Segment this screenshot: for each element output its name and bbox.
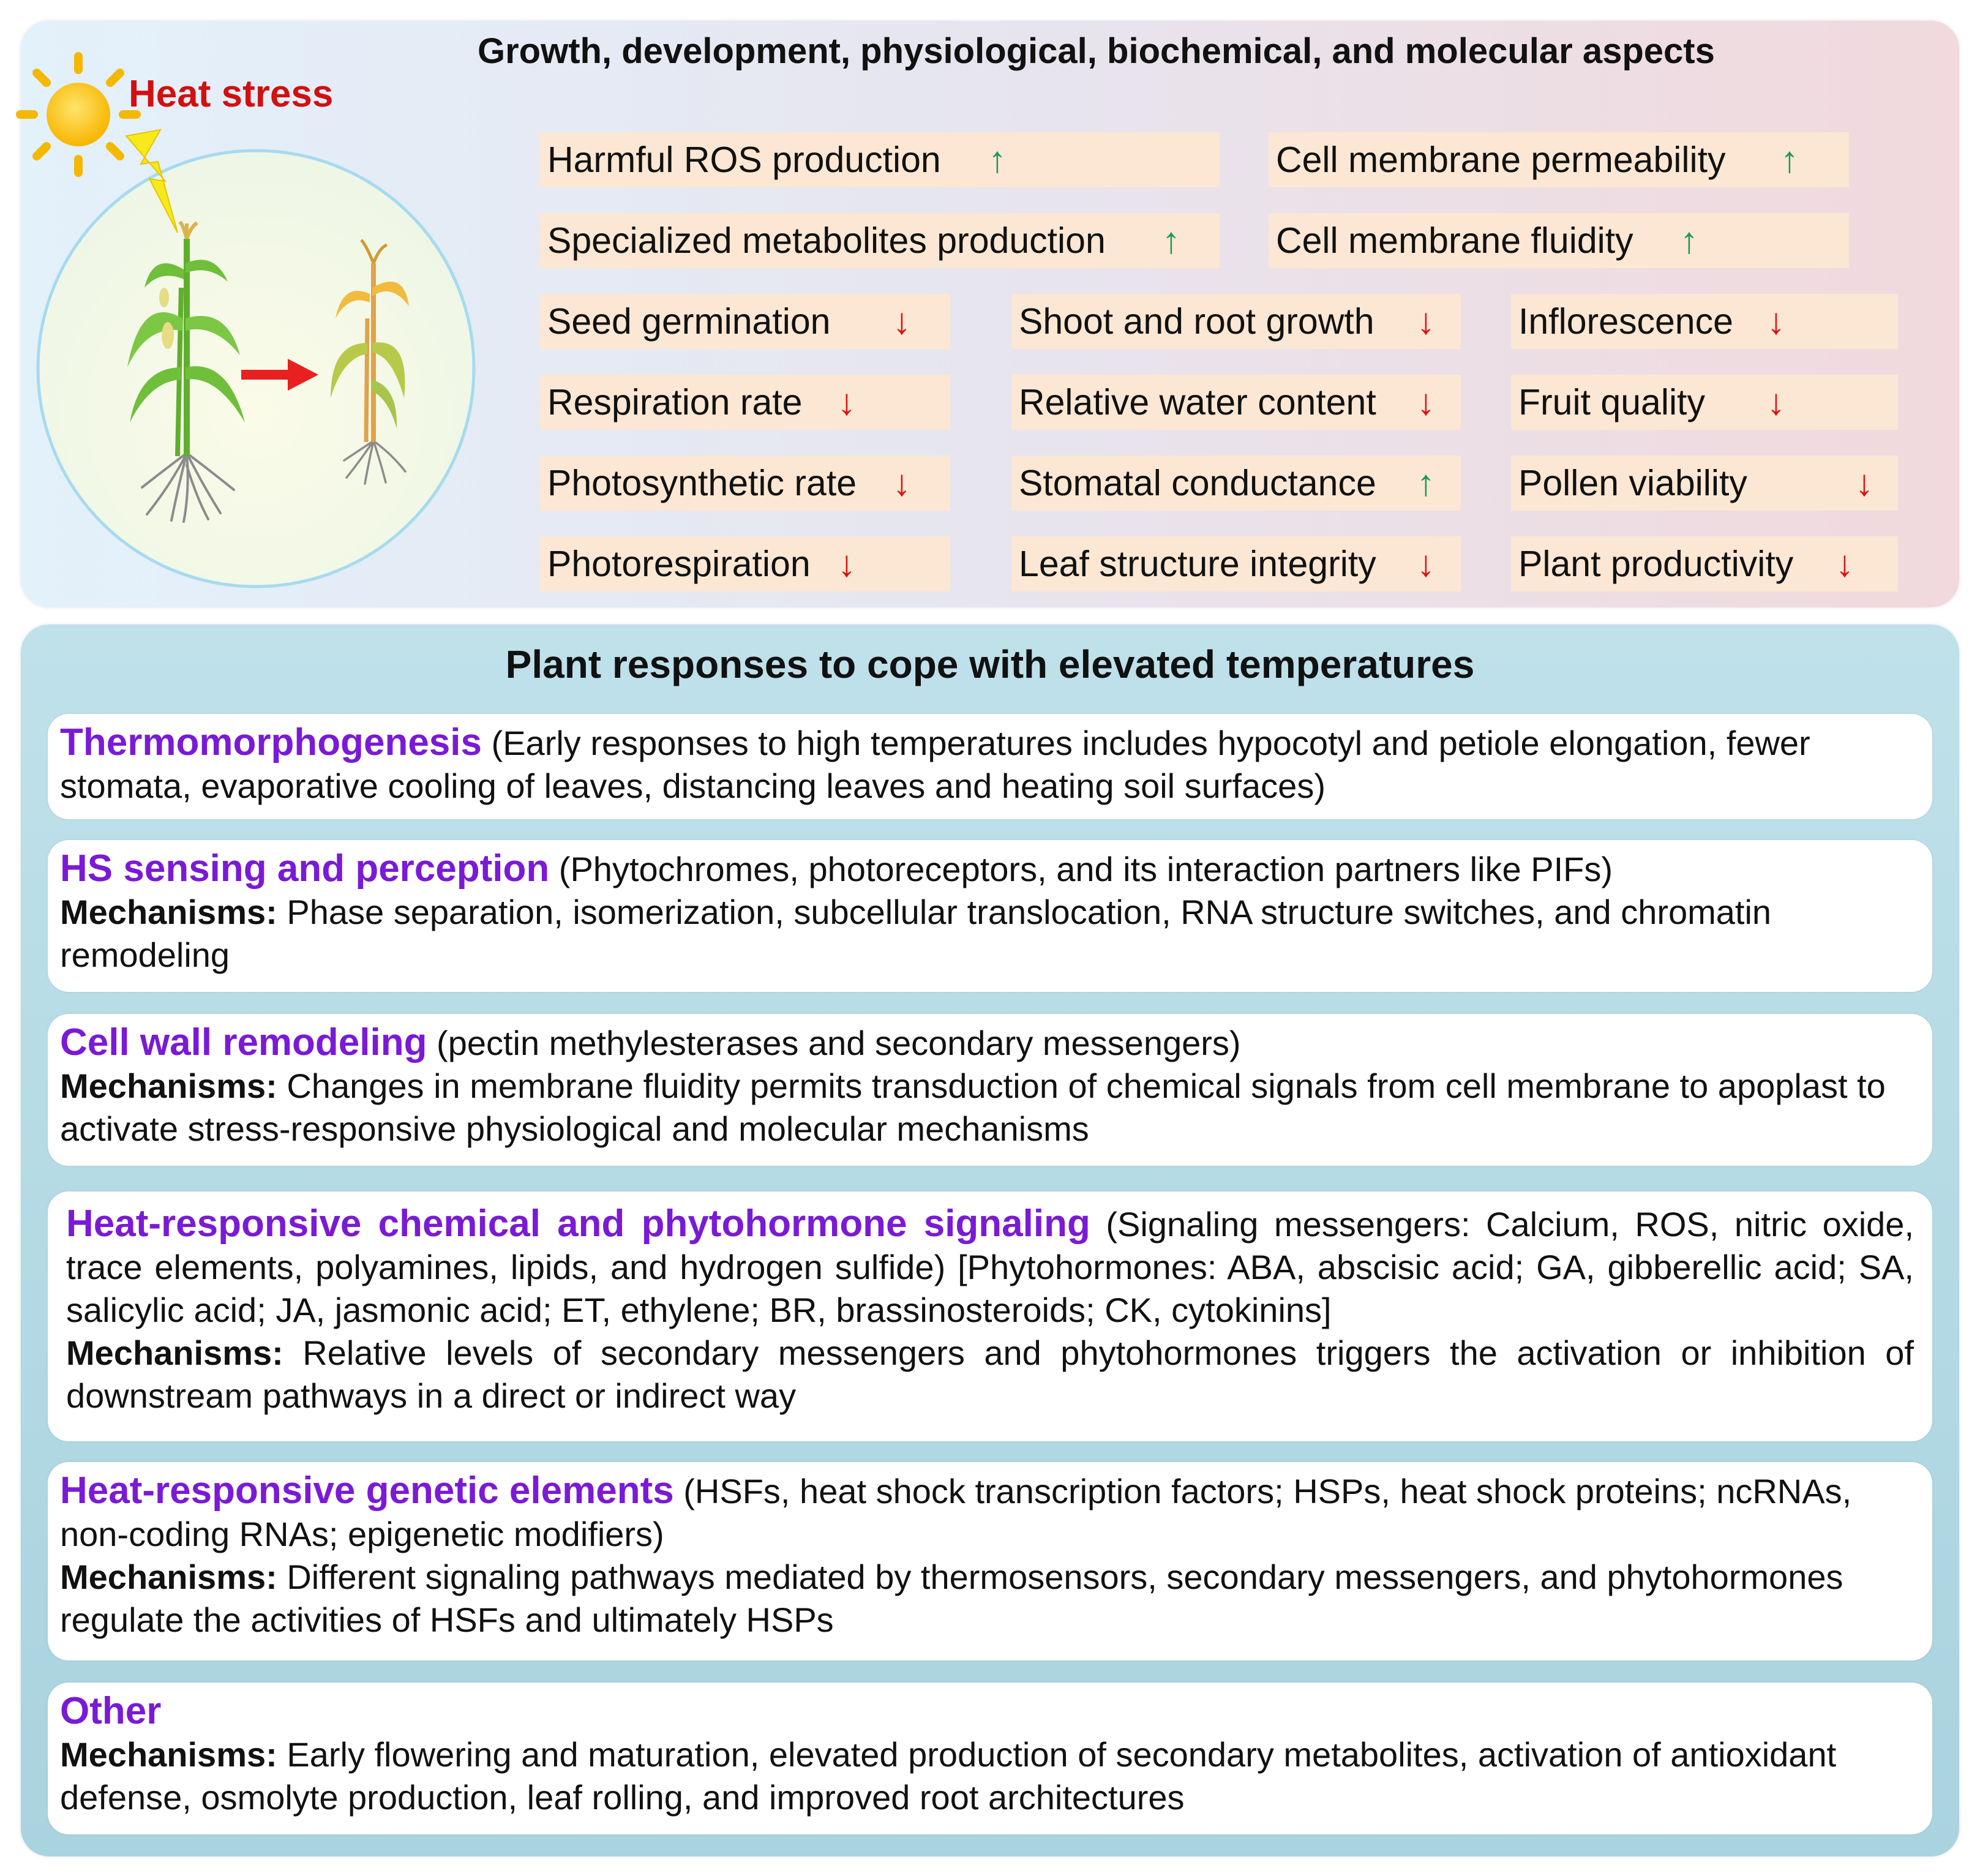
response-card-genetic-elements: Heat-responsive genetic elements (HSFs, …	[48, 1462, 1932, 1660]
effect-photosynthetic-rate: Photosynthetic rate ↓	[540, 456, 950, 511]
effect-plant-productivity: Plant productivity ↓	[1511, 536, 1898, 591]
stomatal-arrow-icon: ↑	[1417, 462, 1435, 503]
decrease-arrow-icon: ↓	[1767, 301, 1785, 342]
effect-fruit-quality: Fruit quality ↓	[1511, 375, 1898, 430]
increase-arrow-icon: ↑	[988, 139, 1007, 180]
effect-cell-membrane-permeability: Cell membrane permeability ↑	[1269, 132, 1849, 187]
response-card-cell-wall-remodeling: Cell wall remodeling (pectin methylester…	[48, 1014, 1932, 1166]
effect-label: Photosynthetic rate	[547, 463, 857, 503]
response-detail: (pectin methylesterases and secondary me…	[427, 1024, 1241, 1062]
responses-panel-title: Plant responses to cope with elevated te…	[505, 642, 1475, 686]
effect-label: Seed germination	[547, 301, 831, 342]
decrease-arrow-icon: ↓	[1417, 543, 1435, 584]
decrease-arrow-icon: ↓	[893, 301, 911, 342]
effect-label: Relative water content	[1019, 382, 1376, 422]
plant-circle-background	[36, 149, 476, 588]
response-mechanisms: Changes in membrane fluidity permits tra…	[60, 1067, 1886, 1148]
effect-photorespiration: Photorespiration ↓	[540, 536, 950, 591]
response-heading: Cell wall remodeling	[60, 1021, 427, 1064]
increase-arrow-icon: ↑	[1162, 220, 1180, 261]
effect-label: Harmful ROS production	[547, 140, 941, 180]
response-card-chemical-and-phytohormone-signaling: Heat-responsive chemical and phytohormon…	[48, 1191, 1932, 1441]
response-detail: (HSFs, heat shock transcription factors;…	[60, 1472, 1852, 1553]
response-heading: Thermomorphogenesis	[60, 721, 482, 764]
response-detail: (Signaling messengers: Calcium, ROS, nit…	[66, 1205, 1914, 1329]
effect-label: Pollen viability	[1518, 463, 1747, 503]
effect-relative-water-content: Relative water content ↓	[1011, 375, 1461, 430]
effect-harmful-ros-production: Harmful ROS production ↑	[540, 132, 1220, 187]
wilted-plant-icon	[331, 239, 409, 485]
response-heading: HS sensing and perception	[60, 847, 550, 890]
response-mechanisms: Early flowering and maturation, elevated…	[60, 1735, 1837, 1817]
decrease-arrow-icon: ↓	[1417, 381, 1435, 422]
mechanisms-label: Mechanisms:	[66, 1334, 283, 1372]
sun-icon	[16, 52, 141, 177]
effect-label: Specialized metabolites production	[547, 220, 1106, 261]
response-detail: (Phytochromes, photoreceptors, and its i…	[549, 850, 1613, 888]
response-heading: Heat-responsive genetic elements	[60, 1469, 674, 1512]
effect-label: Cell membrane permeability	[1276, 140, 1726, 180]
response-heading: Heat-responsive chemical and phytohormon…	[66, 1203, 1090, 1245]
transition-arrow-icon	[241, 359, 318, 391]
response-heading: Other	[60, 1690, 162, 1732]
decrease-arrow-icon: ↓	[1767, 381, 1785, 422]
increase-arrow-icon: ↑	[1780, 139, 1799, 180]
effects-panel-title: Growth, development, physiological, bioc…	[478, 31, 1715, 71]
mechanisms-label: Mechanisms:	[60, 1558, 277, 1596]
decrease-arrow-icon: ↓	[838, 543, 856, 584]
lightning-icon	[125, 129, 178, 233]
heat-stress-illustration	[16, 52, 476, 588]
mechanisms-label: Mechanisms:	[60, 1735, 277, 1774]
effect-label: Fruit quality	[1518, 382, 1705, 422]
increase-arrow-icon: ↑	[1680, 220, 1698, 261]
decrease-arrow-icon: ↓	[838, 381, 856, 422]
heat-stress-label: Heat stress	[129, 73, 334, 115]
effect-pollen-viability: Pollen viability ↓	[1511, 456, 1898, 511]
effect-stomatal-conductance: Stomatal conductance ↑	[1011, 456, 1461, 511]
effect-inflorescence: Inflorescence ↓	[1511, 294, 1898, 349]
response-card-thermomorphogenesis: Thermomorphogenesis (Early responses to …	[48, 714, 1932, 819]
effect-label: Inflorescence	[1518, 301, 1733, 342]
effect-label: Plant productivity	[1518, 544, 1794, 584]
response-detail: (Early responses to high temperatures in…	[60, 724, 1810, 805]
response-mechanisms: Phase separation, isomerization, subcell…	[60, 893, 1772, 974]
response-mechanisms: Relative levels of secondary messengers …	[66, 1334, 1914, 1415]
effect-label: Cell membrane fluidity	[1276, 220, 1633, 261]
decrease-arrow-icon: ↓	[1836, 543, 1854, 584]
effect-label: Photorespiration	[547, 544, 811, 584]
effect-label: Shoot and root growth	[1019, 301, 1374, 342]
mechanisms-label: Mechanisms:	[60, 1067, 277, 1105]
effect-cell-membrane-fluidity: Cell membrane fluidity ↑	[1269, 213, 1849, 268]
effect-seed-germination: Seed germination ↓	[540, 294, 950, 349]
mechanisms-label: Mechanisms:	[60, 893, 277, 931]
decrease-arrow-icon: ↓	[1855, 462, 1873, 503]
response-card-other: Other Mechanisms: Early flowering and ma…	[48, 1683, 1932, 1834]
effect-label: Respiration rate	[547, 382, 803, 422]
effect-leaf-structure-integrity: Leaf structure integrity ↓	[1011, 536, 1461, 591]
healthy-plant-icon	[127, 220, 245, 523]
response-mechanisms: Different signaling pathways mediated by…	[60, 1558, 1843, 1639]
response-card-hs-sensing-and-perception: HS sensing and perception (Phytochromes,…	[48, 840, 1932, 992]
effect-respiration-rate: Respiration rate ↓	[540, 375, 950, 430]
effect-shoot-and-root-growth: Shoot and root growth ↓	[1011, 294, 1461, 349]
decrease-arrow-icon: ↓	[1417, 301, 1435, 342]
decrease-arrow-icon: ↓	[893, 462, 911, 503]
effect-label: Leaf structure integrity	[1019, 544, 1376, 584]
effect-specialized-metabolites-production: Specialized metabolites production ↑	[540, 213, 1220, 268]
effect-label: Stomatal conductance	[1019, 463, 1376, 503]
